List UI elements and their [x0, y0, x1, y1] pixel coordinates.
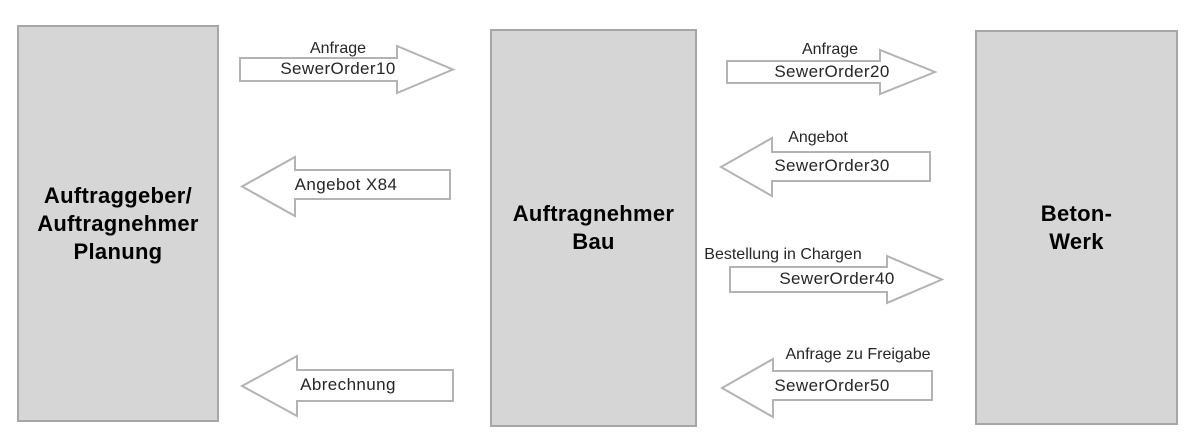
- box-auftragnehmer-bau: Auftragnehmer Bau: [490, 29, 697, 427]
- arrow-anfrage-freigabe-sewerorder50: [719, 357, 933, 419]
- arrow-label-top: Angebot: [788, 129, 848, 146]
- box-label-auftraggeber-planung: Auftraggeber/ Auftragnehmer Planung: [37, 182, 199, 266]
- arrow-label-message: SewerOrder20: [774, 62, 890, 81]
- arrow-anfrage-sewerorder20: [726, 48, 938, 96]
- box-label-line: Beton-: [1040, 200, 1113, 226]
- arrow-label-message: SewerOrder40: [779, 269, 895, 288]
- box-auftraggeber-planung: Auftraggeber/ Auftragnehmer Planung: [17, 25, 219, 422]
- arrow-label-message: Angebot X84: [294, 175, 398, 194]
- box-label-beton-werk: Beton- Werk: [1041, 200, 1112, 256]
- box-label-auftragnehmer-bau: Auftragnehmer Bau: [513, 200, 675, 256]
- arrow-angebot-x84: [239, 155, 451, 218]
- arrow-anfrage-sewerorder10: [239, 44, 456, 95]
- arrow-label-message: SewerOrder50: [774, 376, 890, 395]
- arrow-label-message: Abrechnung: [300, 375, 396, 394]
- arrow-label-top: Bestellung in Chargen: [704, 246, 862, 263]
- arrow-label-message: SewerOrder30: [774, 156, 890, 175]
- arrow-label-top: Anfrage zu Freigabe: [785, 346, 931, 363]
- arrow-angebot-sewerorder30: [718, 136, 931, 198]
- box-label-line: Werk: [1049, 228, 1104, 254]
- arrow-label-top: Anfrage: [801, 41, 859, 58]
- box-beton-werk: Beton- Werk: [975, 30, 1178, 425]
- box-label-line: Planung: [73, 238, 163, 264]
- box-label-line: Auftraggeber/: [43, 182, 193, 208]
- arrow-label-top: Anfrage: [309, 40, 367, 57]
- box-label-line: Bau: [572, 229, 615, 254]
- box-label-line: Auftragnehmer: [37, 210, 199, 236]
- arrow-bestellung-sewerorder40: [729, 254, 945, 305]
- arrow-label-message: SewerOrder10: [280, 59, 396, 78]
- box-label-line: Auftragnehmer: [512, 201, 675, 226]
- arrow-abrechnung: [239, 354, 454, 418]
